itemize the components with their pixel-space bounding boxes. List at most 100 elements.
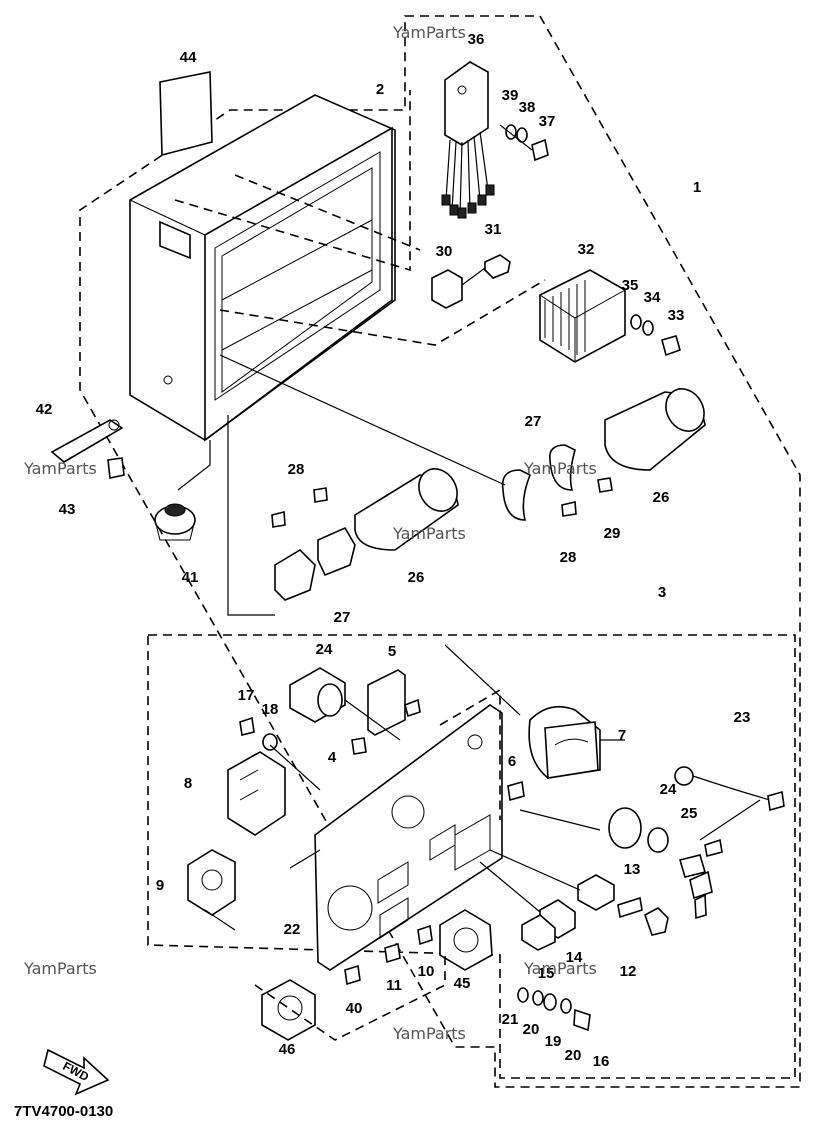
watermark: YamParts (392, 23, 466, 42)
callout-9: 9 (156, 877, 164, 894)
callout-18: 18 (262, 701, 279, 718)
bracket-30 (431, 269, 463, 309)
breaker-5 (367, 669, 421, 736)
screw-11 (384, 942, 401, 964)
callout-10: 10 (418, 963, 435, 980)
callout-12: 12 (620, 963, 637, 980)
meter-7 (528, 705, 601, 779)
callout-28-left: 28 (288, 461, 305, 478)
callout-29: 29 (604, 525, 621, 542)
callout-4: 4 (328, 749, 337, 766)
clamp-27-upper (501, 444, 576, 521)
assembly-1-boundary (79, 15, 801, 1088)
callout-26-upper: 26 (653, 489, 670, 506)
bolt-37 (499, 124, 549, 162)
callout-41: 41 (182, 569, 199, 586)
callout-6: 6 (508, 753, 516, 770)
callout-1: 1 (693, 179, 701, 196)
callout-31: 31 (485, 221, 502, 238)
watermark: YamParts (523, 959, 597, 978)
callout-16: 16 (593, 1053, 610, 1070)
callout-20-left: 20 (523, 1021, 540, 1038)
callout-46: 46 (279, 1041, 296, 1058)
callout-38: 38 (519, 99, 536, 116)
callout-44: 44 (180, 49, 197, 66)
callout-24-lower: 24 (660, 781, 677, 798)
callout-15: 15 (538, 965, 555, 982)
strap-42 (50, 419, 124, 463)
hardware-21-20-19-16 (517, 987, 591, 1032)
outlet-8 (227, 751, 286, 836)
rectifier-32 (539, 269, 626, 363)
callout-13: 13 (624, 861, 641, 878)
callout-17: 17 (238, 687, 255, 704)
watermark: YamParts (392, 1024, 466, 1043)
callout-11: 11 (386, 977, 402, 994)
watermark: YamParts (392, 524, 466, 543)
callout-35: 35 (622, 277, 639, 294)
callout-22: 22 (284, 921, 301, 938)
callout-28-right: 28 (560, 549, 577, 566)
socket-46 (261, 979, 316, 1041)
screw-6 (507, 780, 525, 802)
grommet-41 (154, 503, 196, 541)
callout-42: 42 (36, 401, 53, 418)
screw-28-upper (561, 501, 577, 517)
bolt-31 (484, 254, 511, 279)
callout-34: 34 (644, 289, 661, 306)
fuse-13 (617, 896, 643, 919)
callout-27-lower: 27 (334, 609, 351, 626)
screws-28-lower (271, 487, 328, 528)
callout-45: 45 (454, 975, 471, 992)
washer-18 (262, 733, 278, 751)
callout-30: 30 (436, 243, 453, 260)
screw-29 (597, 477, 613, 493)
outlet-9 (187, 849, 236, 916)
callout-36: 36 (468, 31, 485, 48)
callout-19: 19 (545, 1033, 562, 1050)
harness-23 (674, 766, 785, 857)
bolt-43 (107, 457, 125, 479)
switch-45 (439, 909, 493, 971)
callout-40: 40 (346, 1000, 363, 1017)
fuse-holder-12 (577, 874, 669, 936)
capacitor-26-lower (354, 468, 459, 551)
fwd-arrow-icon: FWD (43, 1048, 110, 1096)
callout-23: 23 (734, 709, 751, 726)
callout-20-right: 20 (565, 1047, 582, 1064)
control-box-2 (129, 90, 421, 442)
connector-14-15 (521, 899, 576, 951)
callout-8: 8 (184, 775, 192, 792)
callout-39: 39 (502, 87, 519, 104)
watermarks: YamParts YamParts YamParts YamParts YamP… (23, 23, 597, 1043)
callout-26-lower: 26 (408, 569, 425, 586)
callout-labels: 44 2 36 39 38 37 1 31 30 32 35 34 33 42 … (36, 31, 751, 1070)
callout-5: 5 (388, 643, 396, 660)
callout-37: 37 (539, 113, 556, 130)
screw-10 (417, 924, 433, 946)
watermark: YamParts (23, 459, 97, 478)
clamp-27-lower (274, 526, 356, 601)
regulator-36 (441, 61, 495, 219)
washers-35-34 (630, 314, 654, 336)
callout-24-upper: 24 (316, 641, 333, 658)
switch-24-upper (289, 667, 346, 723)
screw-17 (239, 716, 255, 736)
screw-40 (344, 964, 361, 986)
callout-27-upper: 27 (525, 413, 542, 430)
callout-21: 21 (502, 1011, 519, 1028)
callout-25: 25 (681, 805, 698, 822)
callout-7: 7 (618, 727, 626, 744)
callout-3: 3 (658, 584, 666, 601)
watermark: YamParts (23, 959, 97, 978)
bolt-33 (661, 335, 681, 357)
callout-14: 14 (566, 949, 583, 966)
assembly-3-boundary (147, 634, 796, 1079)
callout-32: 32 (578, 241, 595, 258)
callout-2: 2 (376, 81, 384, 98)
callout-43: 43 (59, 501, 76, 518)
diagram-code: 7TV4700-0130 (14, 1103, 113, 1120)
switch-24-lower (608, 807, 669, 853)
watermark: YamParts (523, 459, 597, 478)
